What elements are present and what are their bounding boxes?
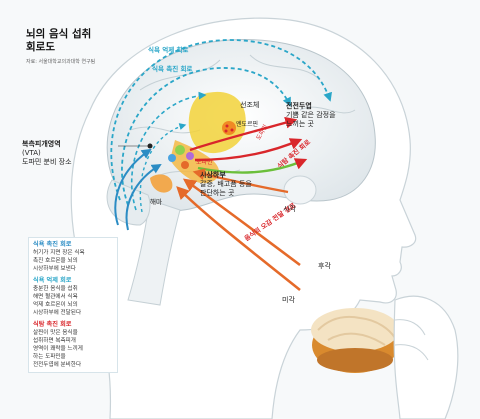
prefrontal-label: 전전두엽 기쁨 같은 감정을 느끼는 곳 — [286, 102, 336, 129]
promote-arc-label: 식욕 촉진 회로 — [152, 65, 193, 73]
legend-text: 영역이 쾌락을 느끼게 — [33, 346, 83, 352]
legend-heading-promote: 식욕 촉진 회로 — [33, 241, 72, 248]
prefrontal-desc-2: 느끼는 곳 — [286, 120, 314, 128]
legend-text: 섭취하면 복측피개 — [33, 338, 76, 344]
hippocampus-shape — [150, 174, 173, 193]
vta-abbr: (VTA) — [22, 149, 41, 157]
title-line-1: 뇌의 음식 섭취 — [26, 28, 92, 40]
suppress-arc-1 — [110, 39, 332, 201]
cinnamon-roll — [311, 308, 399, 373]
hypothalamus-title: 시상하부 — [200, 171, 226, 179]
craving-arrow-1 — [189, 116, 298, 152]
hypothalamus-desc-1: 갈증, 배고픔 등을 — [200, 180, 252, 188]
legend-text: 억제 호르몬이 뇌의 — [33, 302, 78, 308]
prefrontal-desc-1: 기쁨 같은 감정을 — [286, 111, 336, 119]
hypothalamus-label: 시상하부 갈증, 배고픔 등을 판단하는 곳 — [200, 171, 252, 198]
vta-desc: 도파민 분비 장소 — [22, 158, 72, 166]
hippocampus-label: 해마 — [150, 198, 162, 206]
craving-arrow-2 — [194, 138, 303, 162]
vta-label: 복측피개영역 (VTA) 도파민 분비 장소 — [22, 140, 72, 167]
legend-heading-craving: 식탐 촉진 회로 — [33, 321, 72, 328]
taste-label: 미각 — [282, 296, 295, 304]
striatum-label: 선조체 — [240, 101, 260, 109]
legend-text: 충분한 음식을 섭취 — [33, 286, 78, 292]
legend-box: 식욕 촉진 회로 허기가 지면 장은 식욕 촉진 호르몬을 뇌의 시상하부에 보… — [28, 237, 118, 373]
vta-title: 복측피개영역 — [22, 140, 61, 148]
brainstem — [127, 199, 181, 306]
vision-label: 시각 — [283, 205, 296, 213]
eye — [283, 175, 317, 205]
legend-text: 시상하부에 보낸다 — [33, 266, 76, 272]
sense-path-vision — [192, 168, 289, 194]
legend-text: 전전두엽에 분비한다 — [33, 362, 82, 368]
prefrontal-title: 전전두엽 — [286, 102, 312, 110]
legend-text: 살찐이 맛은 음식을 — [33, 330, 78, 336]
sense-path-smell — [182, 178, 301, 267]
sense-path-taste — [176, 186, 301, 292]
source-note: 자료: 서울대학교의과대학 연구팀 — [26, 59, 96, 65]
hypothalamus-desc-2: 판단하는 곳 — [200, 189, 235, 197]
legend-text: 촉진 호르몬을 뇌의 — [33, 258, 78, 264]
promote-arrow-1 — [114, 148, 152, 226]
endorphin-label: 엔도르핀 — [236, 121, 259, 128]
suppress-arc-3 — [131, 91, 207, 211]
legend-text: 해면 혈관에서 식욕 — [33, 294, 78, 300]
smell-label: 후각 — [318, 262, 331, 270]
title-line-2: 회로도 — [26, 41, 55, 53]
legend-text: 시상하부에 전달된다 — [33, 310, 82, 316]
legend-text: 하는 도파민을 — [33, 354, 66, 360]
promote-arrow-2 — [125, 163, 162, 231]
page-title: 뇌의 음식 섭취 회로도 — [26, 28, 91, 54]
suppress-arc-label: 식욕 억제 회로 — [148, 46, 189, 54]
legend-text: 허기가 지면 장은 식욕 — [33, 250, 85, 256]
legend-heading-suppress: 식욕 억제 회로 — [33, 277, 72, 284]
suppress-arc-2 — [121, 67, 291, 206]
dopamine-small-label: 도파민 — [196, 159, 213, 166]
